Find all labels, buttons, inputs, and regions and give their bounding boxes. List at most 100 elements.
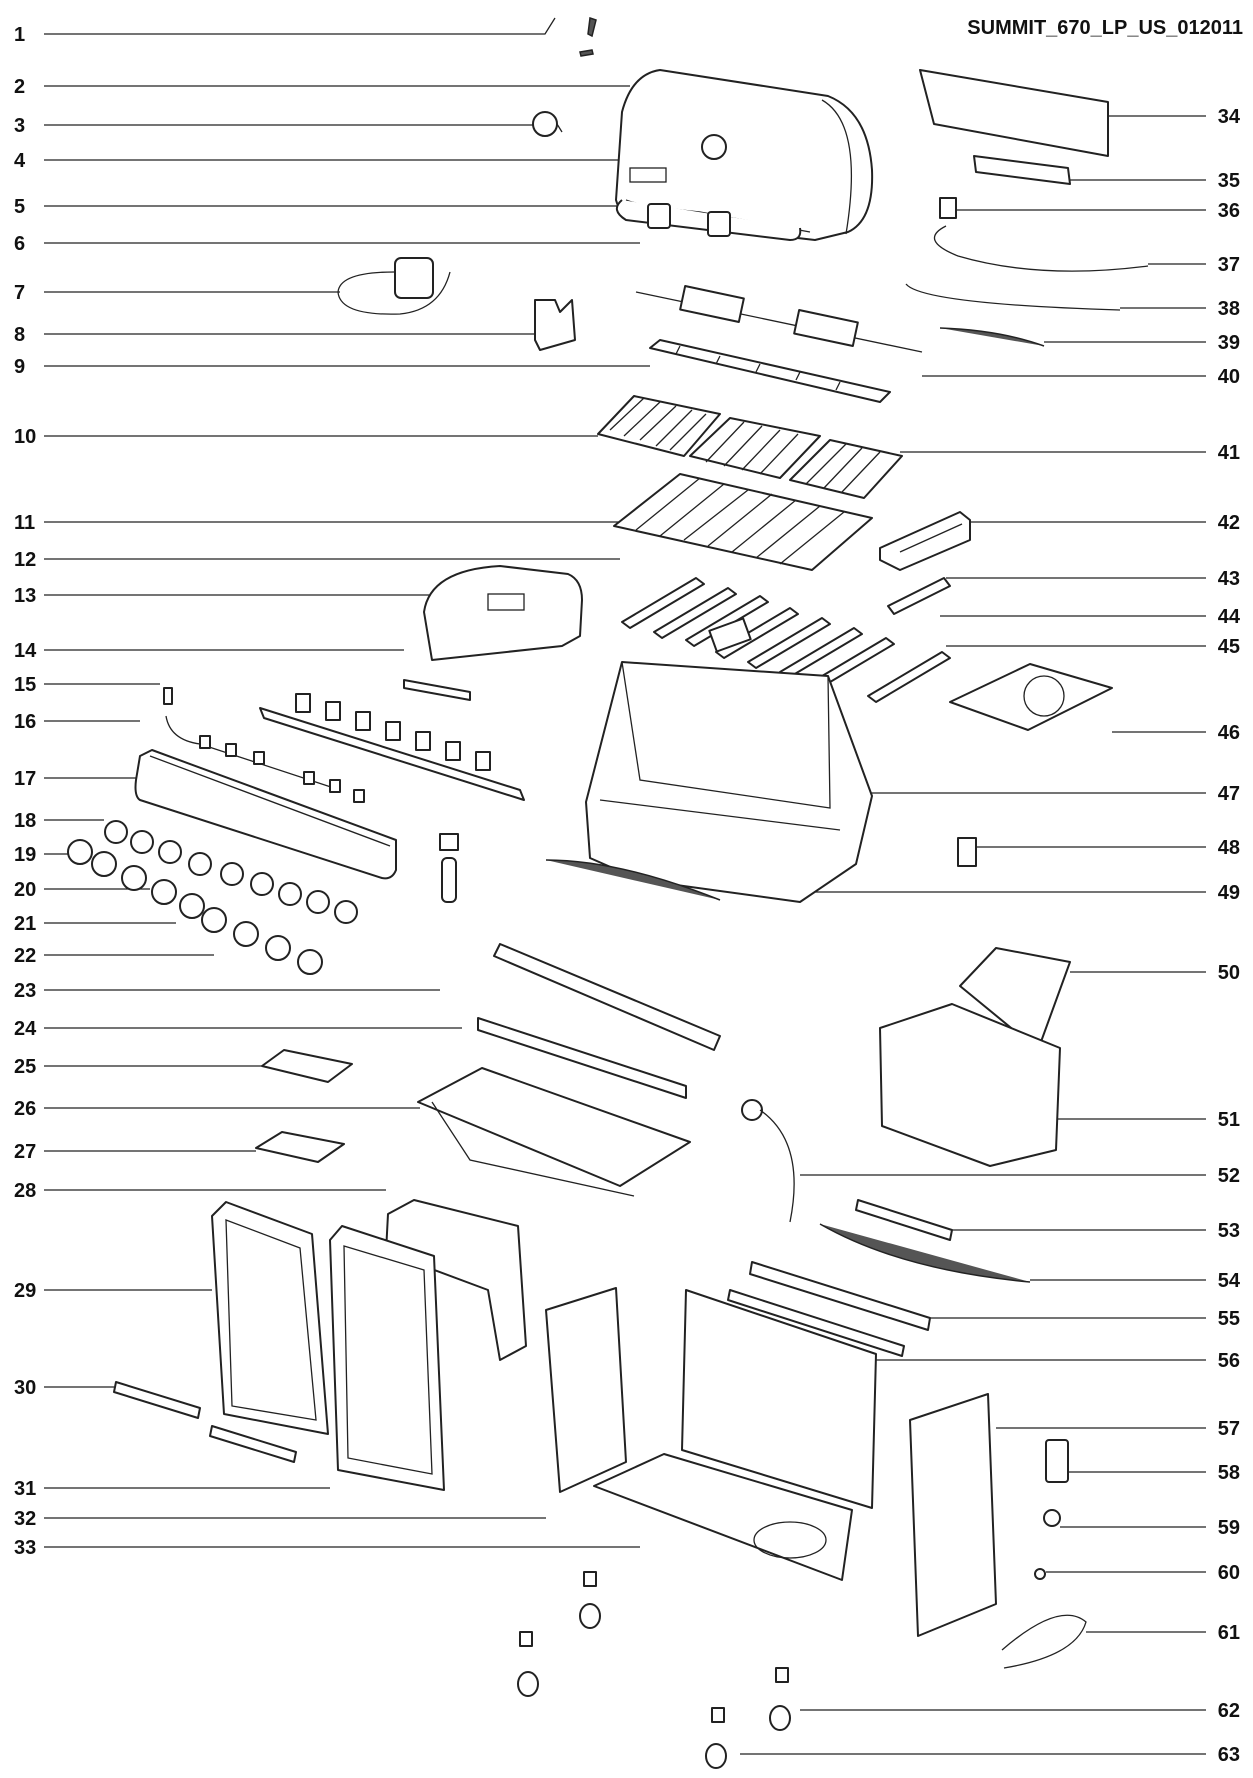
callout-label: 63 [1218, 1744, 1240, 1766]
callout-label: 49 [1218, 882, 1240, 904]
callout-label: 42 [1218, 512, 1240, 534]
callout-label: 9 [14, 356, 25, 378]
grill-parts-drawing [67, 16, 1149, 1769]
callout-label: 41 [1218, 442, 1240, 464]
part-back-panel [681, 1289, 877, 1509]
diagram-title: SUMMIT_670_LP_US_012011 [967, 17, 1243, 39]
part-screws [579, 16, 597, 57]
callout-label: 21 [14, 913, 36, 935]
callout-label: 4 [14, 150, 26, 172]
part-side-burner-valve [957, 837, 977, 867]
part-smoker-box [879, 511, 971, 571]
part-side-burner [949, 663, 1113, 731]
part-side-shelf [879, 947, 1071, 1167]
callout-labels: 1234567891011121314151617181920212223242… [14, 24, 1241, 1766]
callout-label: 39 [1218, 332, 1240, 354]
part-heat-shields [477, 943, 721, 1099]
callout-label: 24 [14, 1018, 37, 1040]
leader-line [44, 17, 556, 35]
callout-label: 43 [1218, 568, 1240, 590]
part-rear-rails [727, 1199, 1031, 1357]
callout-label: 13 [14, 585, 36, 607]
part-cookbox [585, 661, 873, 903]
part-casters [517, 1571, 791, 1769]
callout-label: 54 [1218, 1270, 1241, 1292]
callout-label: 48 [1218, 837, 1240, 859]
part-manifold-bracket [403, 679, 471, 701]
part-thermometer [532, 111, 563, 137]
part-control-knobs [67, 820, 358, 975]
callout-label: 7 [14, 282, 25, 304]
callout-label: 40 [1218, 366, 1240, 388]
callout-label: 50 [1218, 962, 1240, 984]
part-control-panel [134, 749, 397, 880]
part-drip-trays [255, 1049, 353, 1163]
part-side-burner-lid [423, 565, 583, 661]
callout-label: 6 [14, 233, 25, 255]
callout-label: 56 [1218, 1350, 1240, 1372]
callout-label: 12 [14, 549, 36, 571]
callout-label: 1 [14, 24, 25, 46]
callout-label: 5 [14, 196, 25, 218]
part-cart-frames [545, 1287, 997, 1637]
part-warming-rack [649, 339, 891, 403]
callout-label: 55 [1218, 1308, 1240, 1330]
part-igniter [439, 833, 459, 903]
callout-label: 18 [14, 810, 36, 832]
callout-label: 57 [1218, 1418, 1240, 1440]
part-valve-manifold [259, 693, 525, 801]
part-crossover-hose [545, 859, 721, 901]
callout-label: 30 [14, 1377, 36, 1399]
callout-label: 3 [14, 115, 25, 137]
callout-label: 16 [14, 711, 36, 733]
callout-label: 36 [1218, 200, 1240, 222]
callout-label: 19 [14, 844, 36, 866]
callout-label: 27 [14, 1141, 36, 1163]
callout-label: 23 [14, 980, 36, 1002]
callout-label: 51 [1218, 1109, 1240, 1131]
callout-label: 28 [14, 1180, 36, 1202]
callout-label: 45 [1218, 636, 1240, 658]
callout-label: 11 [14, 512, 35, 534]
leader-lines [44, 17, 1206, 1755]
callout-label: 14 [14, 640, 37, 662]
callout-label: 22 [14, 945, 36, 967]
callout-label: 47 [1218, 783, 1240, 805]
callout-label: 17 [14, 768, 36, 790]
callout-label: 58 [1218, 1462, 1240, 1484]
callout-label: 34 [1218, 106, 1241, 128]
callout-label: 52 [1218, 1165, 1240, 1187]
part-bottom-tray [417, 1067, 691, 1197]
part-sear-burner [887, 577, 951, 615]
callout-label: 25 [14, 1056, 36, 1078]
callout-label: 32 [14, 1508, 36, 1530]
part-rotisserie-motor [337, 257, 451, 315]
part-motor-bracket [534, 299, 576, 351]
part-burner-tubes [621, 577, 951, 703]
callout-label: 60 [1218, 1562, 1240, 1584]
part-side-shelf-trim [919, 69, 1109, 219]
part-gas-hoses [905, 225, 1149, 347]
callout-label: 35 [1218, 170, 1240, 192]
part-ignition-wires [163, 687, 365, 803]
part-small-hardware [1001, 1439, 1087, 1669]
callout-label: 53 [1218, 1220, 1240, 1242]
callout-label: 33 [14, 1537, 36, 1559]
callout-label: 8 [14, 324, 25, 346]
callout-label: 29 [14, 1280, 36, 1302]
part-regulator-hose [741, 1099, 795, 1223]
part-flavorizer-bars [613, 473, 873, 571]
callout-label: 15 [14, 674, 36, 696]
callout-label: 46 [1218, 722, 1240, 744]
part-cabinet-doors [211, 1201, 445, 1491]
callout-label: 38 [1218, 298, 1240, 320]
part-cooking-grates [597, 395, 903, 499]
callout-label: 10 [14, 426, 36, 448]
part-rotisserie-spit [635, 285, 923, 353]
callout-label: 44 [1218, 606, 1241, 628]
callout-label: 20 [14, 879, 36, 901]
callout-label: 59 [1218, 1517, 1240, 1539]
callout-label: 61 [1218, 1622, 1240, 1644]
callout-label: 62 [1218, 1700, 1240, 1722]
